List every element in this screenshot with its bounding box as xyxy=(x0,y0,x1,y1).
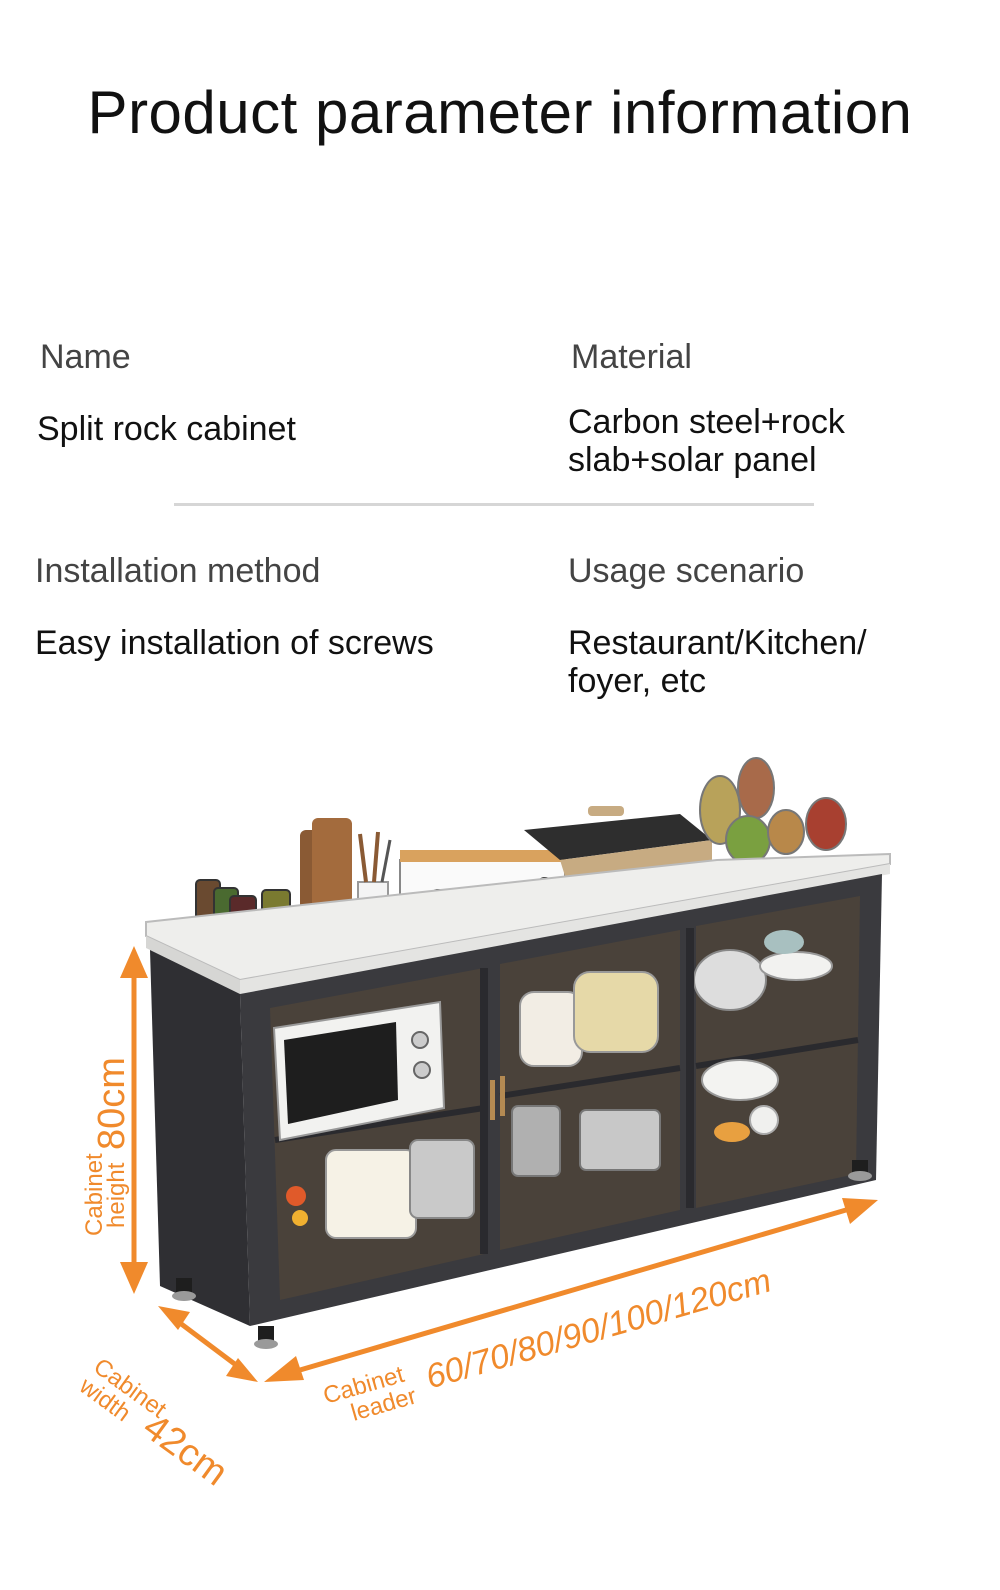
height-label-line2: height xyxy=(103,1162,130,1228)
usage-label: Usage scenario xyxy=(568,552,805,590)
length-dimension-arrow xyxy=(264,1198,878,1382)
material-value-line2: slab+solar panel xyxy=(568,441,817,479)
product-image: Cabinet height 80cm Cabinet width 42cm C… xyxy=(74,757,891,1495)
section-divider xyxy=(174,503,814,506)
width-value: 42cm xyxy=(135,1406,235,1495)
cabinet-body xyxy=(150,874,882,1349)
width-dimension-arrow xyxy=(158,1306,258,1382)
material-label: Material xyxy=(571,338,692,376)
height-dimension-arrow xyxy=(120,946,148,1294)
installation-label: Installation method xyxy=(35,552,321,590)
page-title: Product parameter information xyxy=(87,79,913,146)
usage-value: Restaurant/Kitchen/ foyer, etc xyxy=(568,624,867,700)
usage-value-line1: Restaurant/Kitchen/ xyxy=(568,624,867,662)
height-label-line1: Cabinet xyxy=(81,1153,108,1236)
material-value-line1: Carbon steel+rock xyxy=(568,403,845,441)
installation-value: Easy installation of screws xyxy=(35,624,434,662)
material-value: Carbon steel+rock slab+solar panel xyxy=(568,403,845,479)
usage-value-line2: foyer, etc xyxy=(568,662,706,700)
name-value: Split rock cabinet xyxy=(37,410,296,448)
name-label: Name xyxy=(40,338,131,376)
height-value: 80cm xyxy=(91,1057,133,1150)
